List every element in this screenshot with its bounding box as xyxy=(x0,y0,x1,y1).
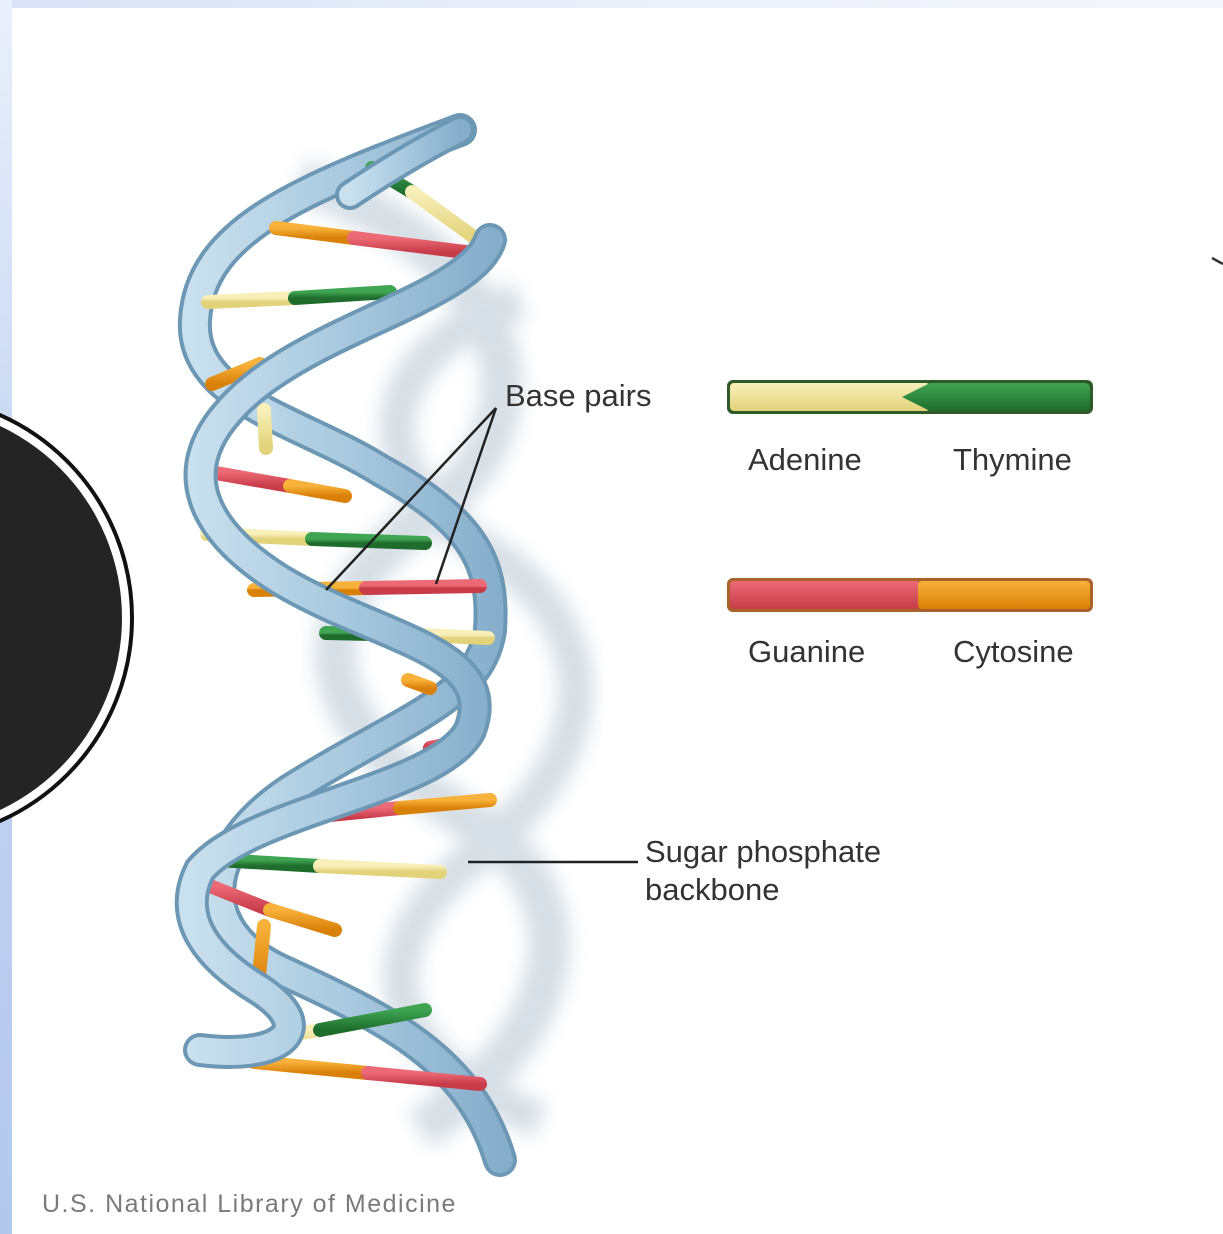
legend-cytosine-label: Cytosine xyxy=(953,634,1074,669)
base-pair-13 xyxy=(218,860,440,872)
legend-bar-adenine xyxy=(730,383,930,411)
legend-bar-cytosine xyxy=(918,581,1090,609)
backbone-label-line1: Sugar phosphate xyxy=(645,834,881,869)
legend-guanine-label: Guanine xyxy=(748,634,865,669)
legend-guanine-cytosine: Guanine Cytosine xyxy=(727,578,1093,669)
edge-mark xyxy=(1212,258,1223,264)
legend-thymine-label: Thymine xyxy=(953,442,1072,477)
base-pair-10 xyxy=(408,680,430,688)
legend-adenine-label: Adenine xyxy=(748,442,862,477)
base-pair-5 xyxy=(264,410,266,448)
credit-text: U.S. National Library of Medicine xyxy=(42,1190,457,1218)
legend-adenine-thymine: Adenine Thymine xyxy=(727,380,1093,477)
backbone-label-line2: backbone xyxy=(645,872,779,907)
legend-bar-guanine xyxy=(730,581,920,609)
base-pairs-label: Base pairs xyxy=(505,378,651,413)
overlay-circle xyxy=(0,396,132,840)
base-pair-6 xyxy=(210,472,345,496)
base-pair-3 xyxy=(208,292,390,302)
legend-bar-thymine xyxy=(902,383,1090,411)
